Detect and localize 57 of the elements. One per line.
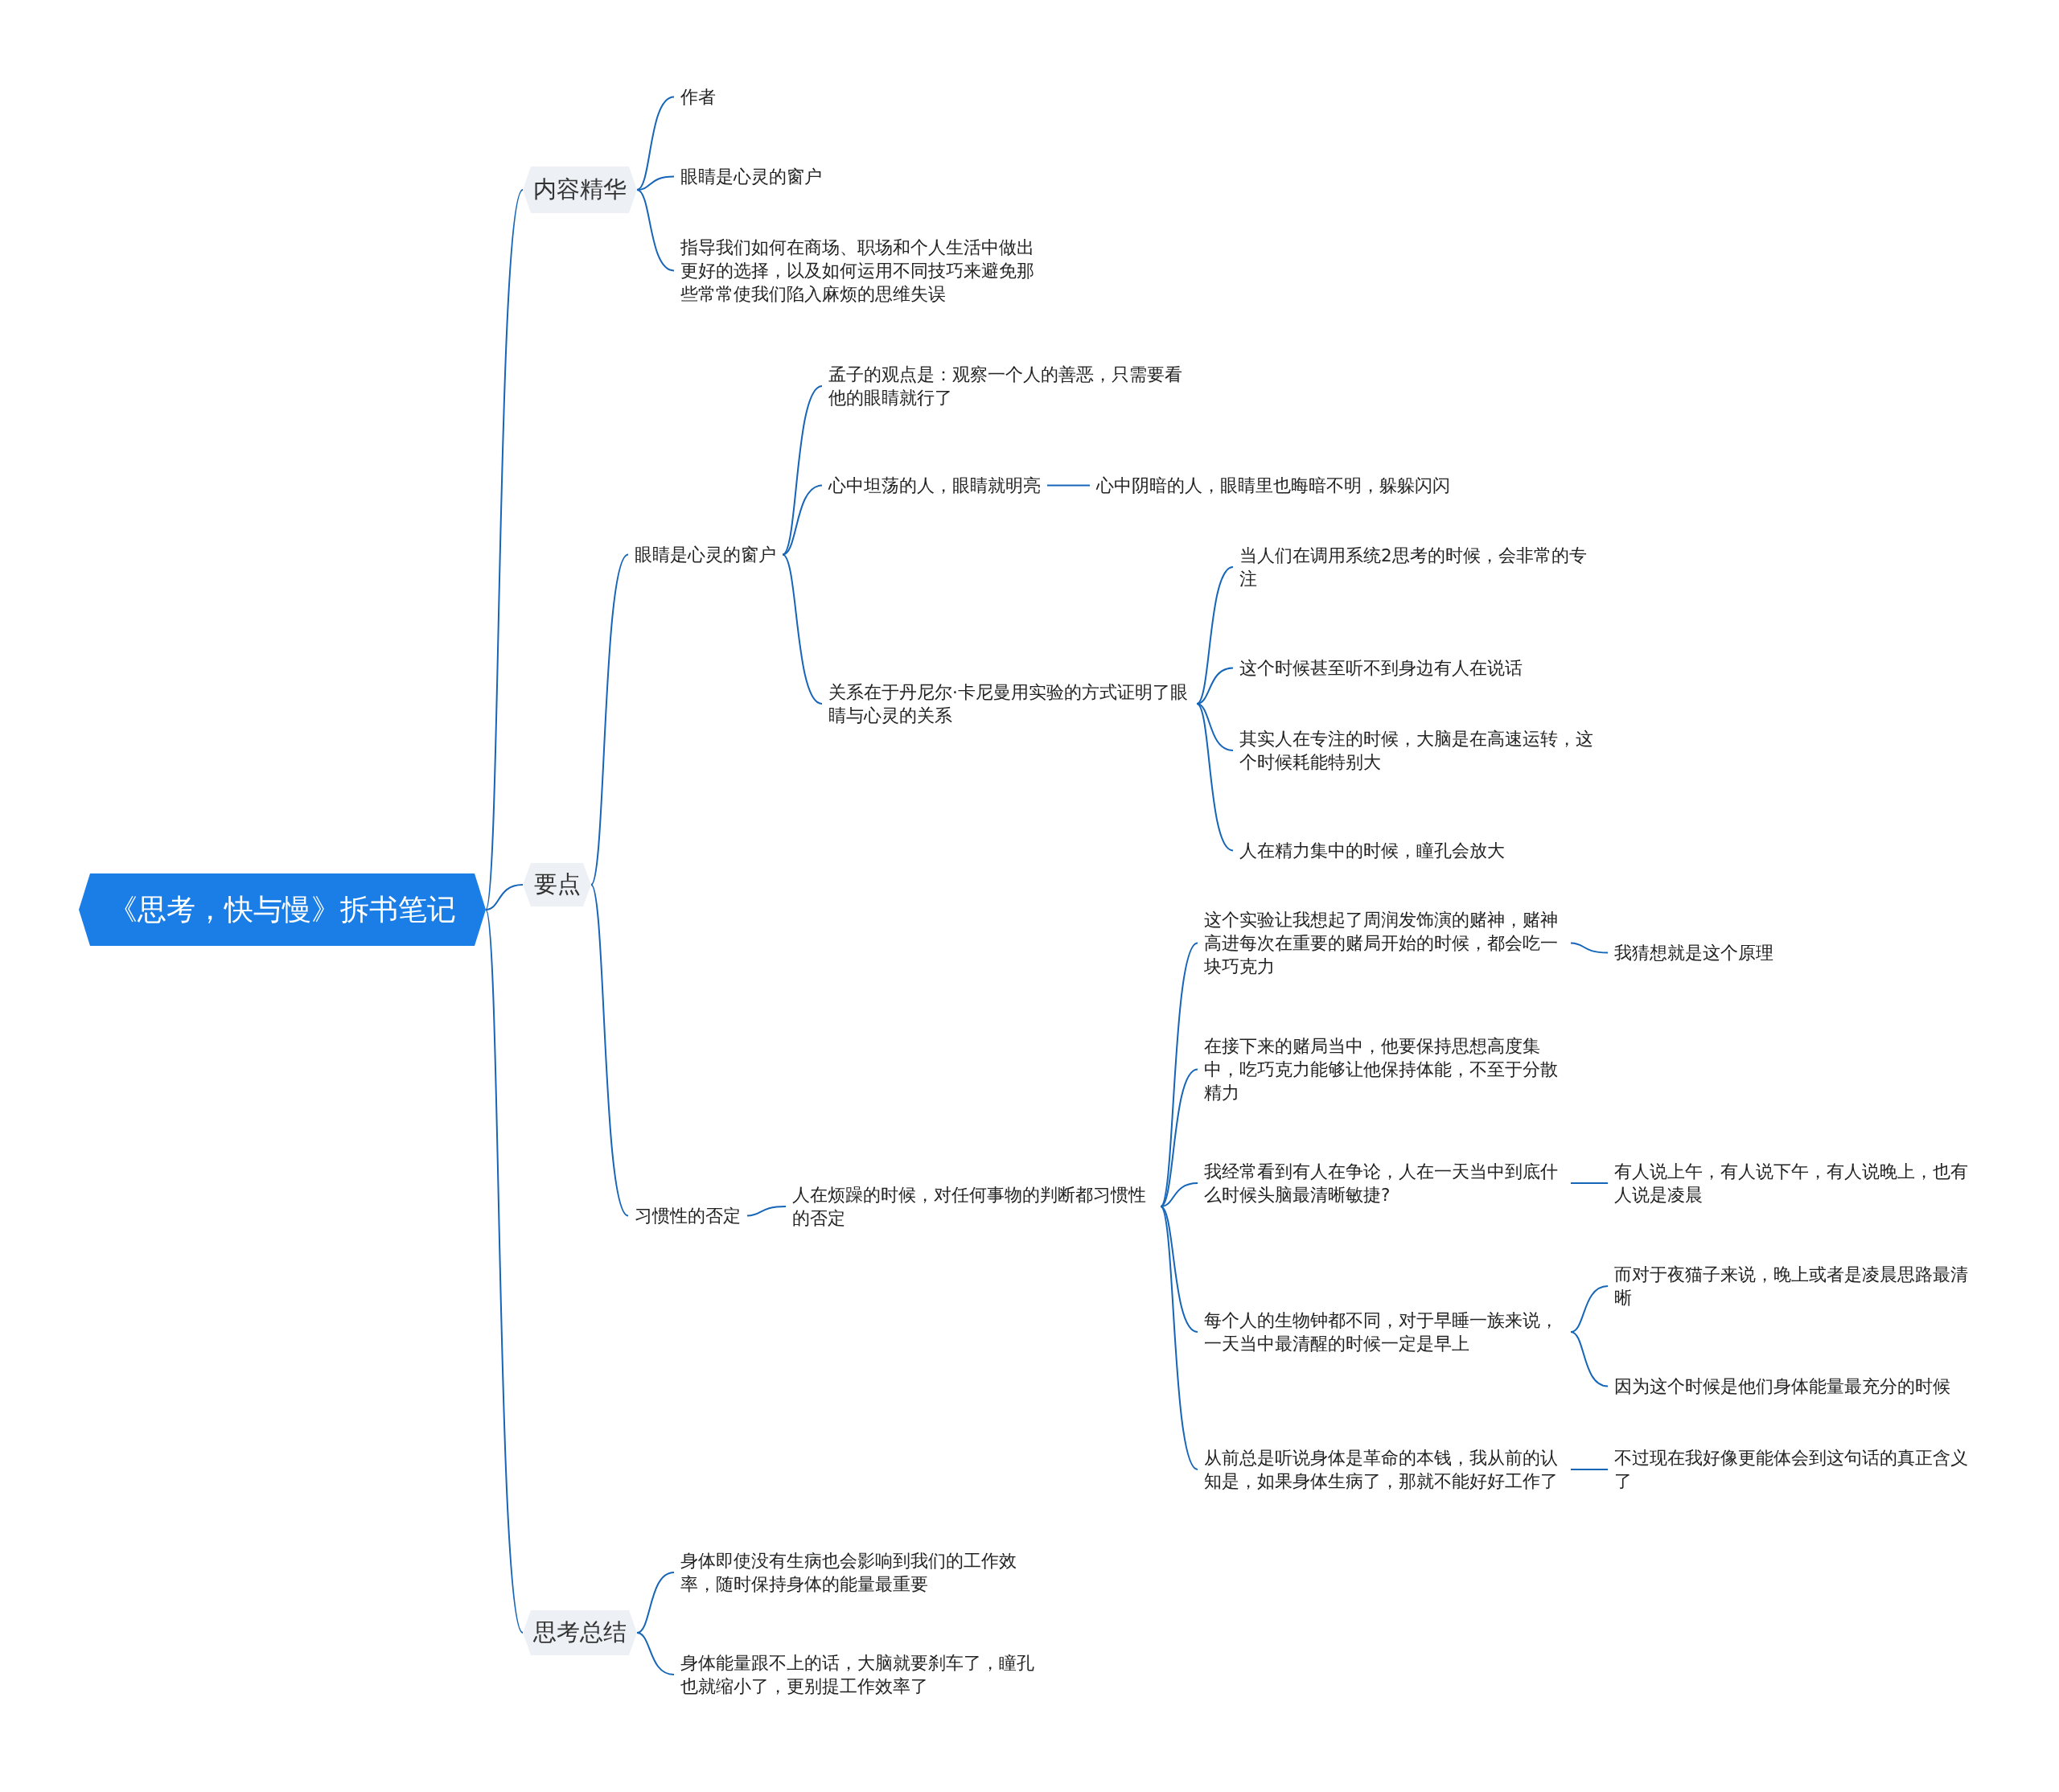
branch-connector	[590, 553, 629, 886]
branch-text: 从前总是听说身体是革命的本钱，我从前的认知是，如果身体生病了，那就不能好好工作了	[1204, 1446, 1564, 1493]
branch-text: 我猜想就是这个原理	[1614, 941, 1773, 964]
branch-text: 当人们在调用系统2思考的时候，会非常的专注	[1239, 544, 1601, 590]
branch-text: 眼睛是心灵的窗户	[635, 543, 776, 566]
branch-connector	[1196, 703, 1234, 852]
node-label: 要点	[533, 869, 581, 899]
branch-text: 这个实验让我想起了周润发饰演的赌神，赌神高进每次在重要的赌局开始的时候，都会吃一块巧克力	[1204, 908, 1564, 978]
node-label: 内容精华	[533, 175, 627, 204]
branch-text: 心中坦荡的人，眼睛就明亮	[828, 474, 1041, 497]
branch-connector	[485, 884, 524, 910]
branch-connector	[636, 1632, 675, 1675]
branch-text: 关系在于丹尼尔·卡尼曼用实验的方式证明了眼睛与心灵的关系	[828, 680, 1190, 727]
branch-text: 心中阴暗的人，眼睛里也晦暗不明，躲躲闪闪	[1096, 474, 1450, 497]
branch-connector	[1570, 942, 1609, 954]
branch-text: 孟子的观点是：观察一个人的善恶，只需要看他的眼睛就行了	[828, 363, 1190, 409]
branch-connector	[1570, 1331, 1609, 1387]
branch-connector	[636, 96, 675, 191]
branch-connector	[782, 484, 823, 556]
central-topic-box	[79, 873, 486, 946]
branch-text: 人在精力集中的时候，瞳孔会放大	[1239, 839, 1505, 862]
branch-text: 有人说上午，有人说下午，有人说晚上，也有人说是凌晨	[1614, 1160, 1984, 1206]
branch-connector	[1046, 484, 1091, 487]
branch-connector	[636, 1572, 675, 1634]
branch-text: 其实人在专注的时候，大脑是在高速运转，这个时候耗能特别大	[1239, 727, 1601, 774]
node-label: 思考总结	[533, 1617, 627, 1647]
branch-connector	[1160, 1068, 1198, 1207]
branch-connector	[1160, 1206, 1198, 1470]
branch-connector	[1160, 1206, 1198, 1333]
branch-text: 每个人的生物钟都不同，对于早睡一族来说，一天当中最清醒的时候一定是早上	[1204, 1309, 1564, 1355]
branch-connector	[782, 553, 823, 705]
branch-text: 眼睛是心灵的窗户	[680, 165, 822, 188]
branch-connector	[590, 884, 629, 1217]
branch-connector	[485, 189, 524, 910]
branch-text: 指导我们如何在商场、职场和个人生活中做出更好的选择，以及如何运用不同技巧来避免那些常常使我们陷入麻烦的思维失误	[680, 236, 1042, 306]
branch-text: 在接下来的赌局当中，他要保持思想高度集中，吃巧克力能够让他保持体能，不至于分散精力	[1204, 1034, 1564, 1104]
branch-text: 作者	[680, 85, 716, 109]
branch-text: 人在烦躁的时候，对任何事物的判断都习惯性的否定	[792, 1183, 1154, 1230]
branch-connector	[746, 1206, 787, 1217]
branch-text: 不过现在我好像更能体会到这句话的真正含义了	[1614, 1446, 1984, 1493]
branch-text: 习惯性的否定	[635, 1204, 741, 1227]
branch-connector	[1196, 703, 1234, 751]
branch-connector	[485, 909, 524, 1634]
branch-connector	[1160, 1182, 1198, 1207]
branch-connector	[1570, 1285, 1609, 1333]
branch-text: 身体能量跟不上的话，大脑就要刹车了，瞳孔也就缩小了，更别提工作效率了	[680, 1651, 1042, 1698]
branch-connector	[1570, 1469, 1609, 1470]
branch-text: 我经常看到有人在争论，人在一天当中到底什么时候头脑最清晰敏捷?	[1204, 1160, 1564, 1206]
branch-connector	[1570, 1182, 1609, 1184]
node-label: 《思考，快与慢》拆书笔记	[109, 891, 456, 927]
branch-text: 这个时候甚至听不到身边有人在说话	[1239, 656, 1523, 680]
branch-text: 身体即使没有生病也会影响到我们的工作效率，随时保持身体的能量最重要	[680, 1549, 1042, 1596]
branch-text: 而对于夜猫子来说，晚上或者是凌晨思路最清晰	[1614, 1263, 1984, 1309]
branch-connector	[1196, 566, 1234, 705]
branch-connector	[782, 385, 823, 556]
branch-text: 因为这个时候是他们身体能量最充分的时候	[1614, 1375, 1950, 1398]
branch-connector	[636, 189, 675, 272]
